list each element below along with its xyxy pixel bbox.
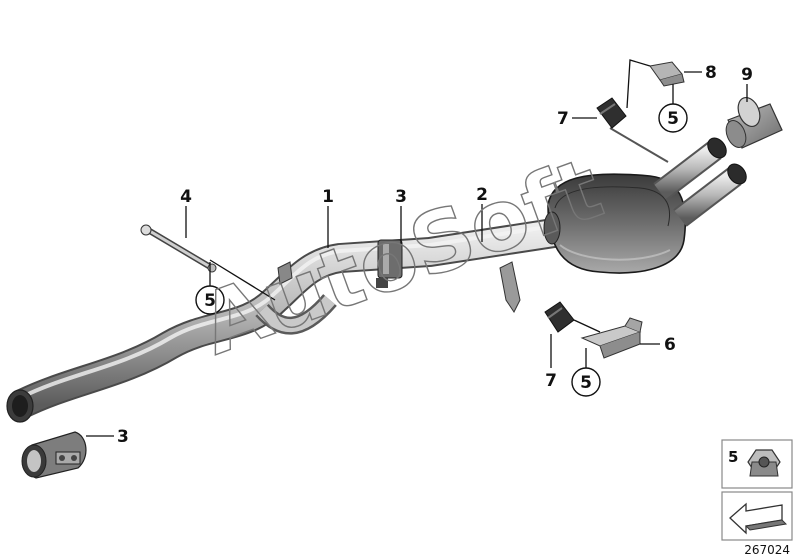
leader-7-to-8 xyxy=(626,59,651,109)
bracket-8 xyxy=(649,61,685,87)
twin-tailpipes xyxy=(609,127,747,227)
legend-box: 5 267024 xyxy=(721,439,793,557)
callout-labels: 1 3 2 4 3 7 8 9 6 7 5 5 5 xyxy=(117,63,753,447)
muffler-mount-bracket xyxy=(499,261,521,313)
hex-nut-icon xyxy=(747,449,781,477)
callout-3-top: 3 xyxy=(395,187,407,207)
callout-5-top: 5 xyxy=(667,109,679,129)
tailpipe-trim-9 xyxy=(725,96,783,149)
callout-5-left-circle xyxy=(195,285,225,315)
bracket-6 xyxy=(580,317,643,359)
bolt-4 xyxy=(140,224,217,273)
callout-5-top-circle xyxy=(658,103,688,133)
exhaust-pipe-front xyxy=(6,217,563,423)
pipe-hanger-bracket xyxy=(277,261,293,285)
callout-5-right: 5 xyxy=(580,373,592,393)
legend-item-number: 5 xyxy=(728,448,738,466)
leader-lines xyxy=(86,59,748,437)
arrow-left-icon xyxy=(729,502,788,535)
callout-2: 2 xyxy=(476,185,488,205)
rear-muffler xyxy=(543,173,687,274)
callout-6: 6 xyxy=(664,335,676,355)
callout-7-bottom: 7 xyxy=(545,371,557,391)
callout-3-bottom: 3 xyxy=(117,427,129,447)
callout-5-right-circle xyxy=(571,367,601,397)
callout-5-left: 5 xyxy=(204,291,216,311)
callout-1: 1 xyxy=(322,187,334,207)
leader-7-to-6 xyxy=(573,319,601,333)
callout-8: 8 xyxy=(705,63,717,83)
leader-5-left-to-pipe xyxy=(209,259,276,301)
callout-4: 4 xyxy=(180,187,192,207)
rubber-mount-top xyxy=(596,97,627,129)
callout-9: 9 xyxy=(741,65,753,85)
drawing-number: 267024 xyxy=(744,543,790,557)
pipe-clamp-3 xyxy=(21,431,87,479)
pipe-clamp-installed xyxy=(376,239,403,288)
rubber-mount-bottom xyxy=(544,301,575,333)
callout-7-top: 7 xyxy=(557,109,569,129)
